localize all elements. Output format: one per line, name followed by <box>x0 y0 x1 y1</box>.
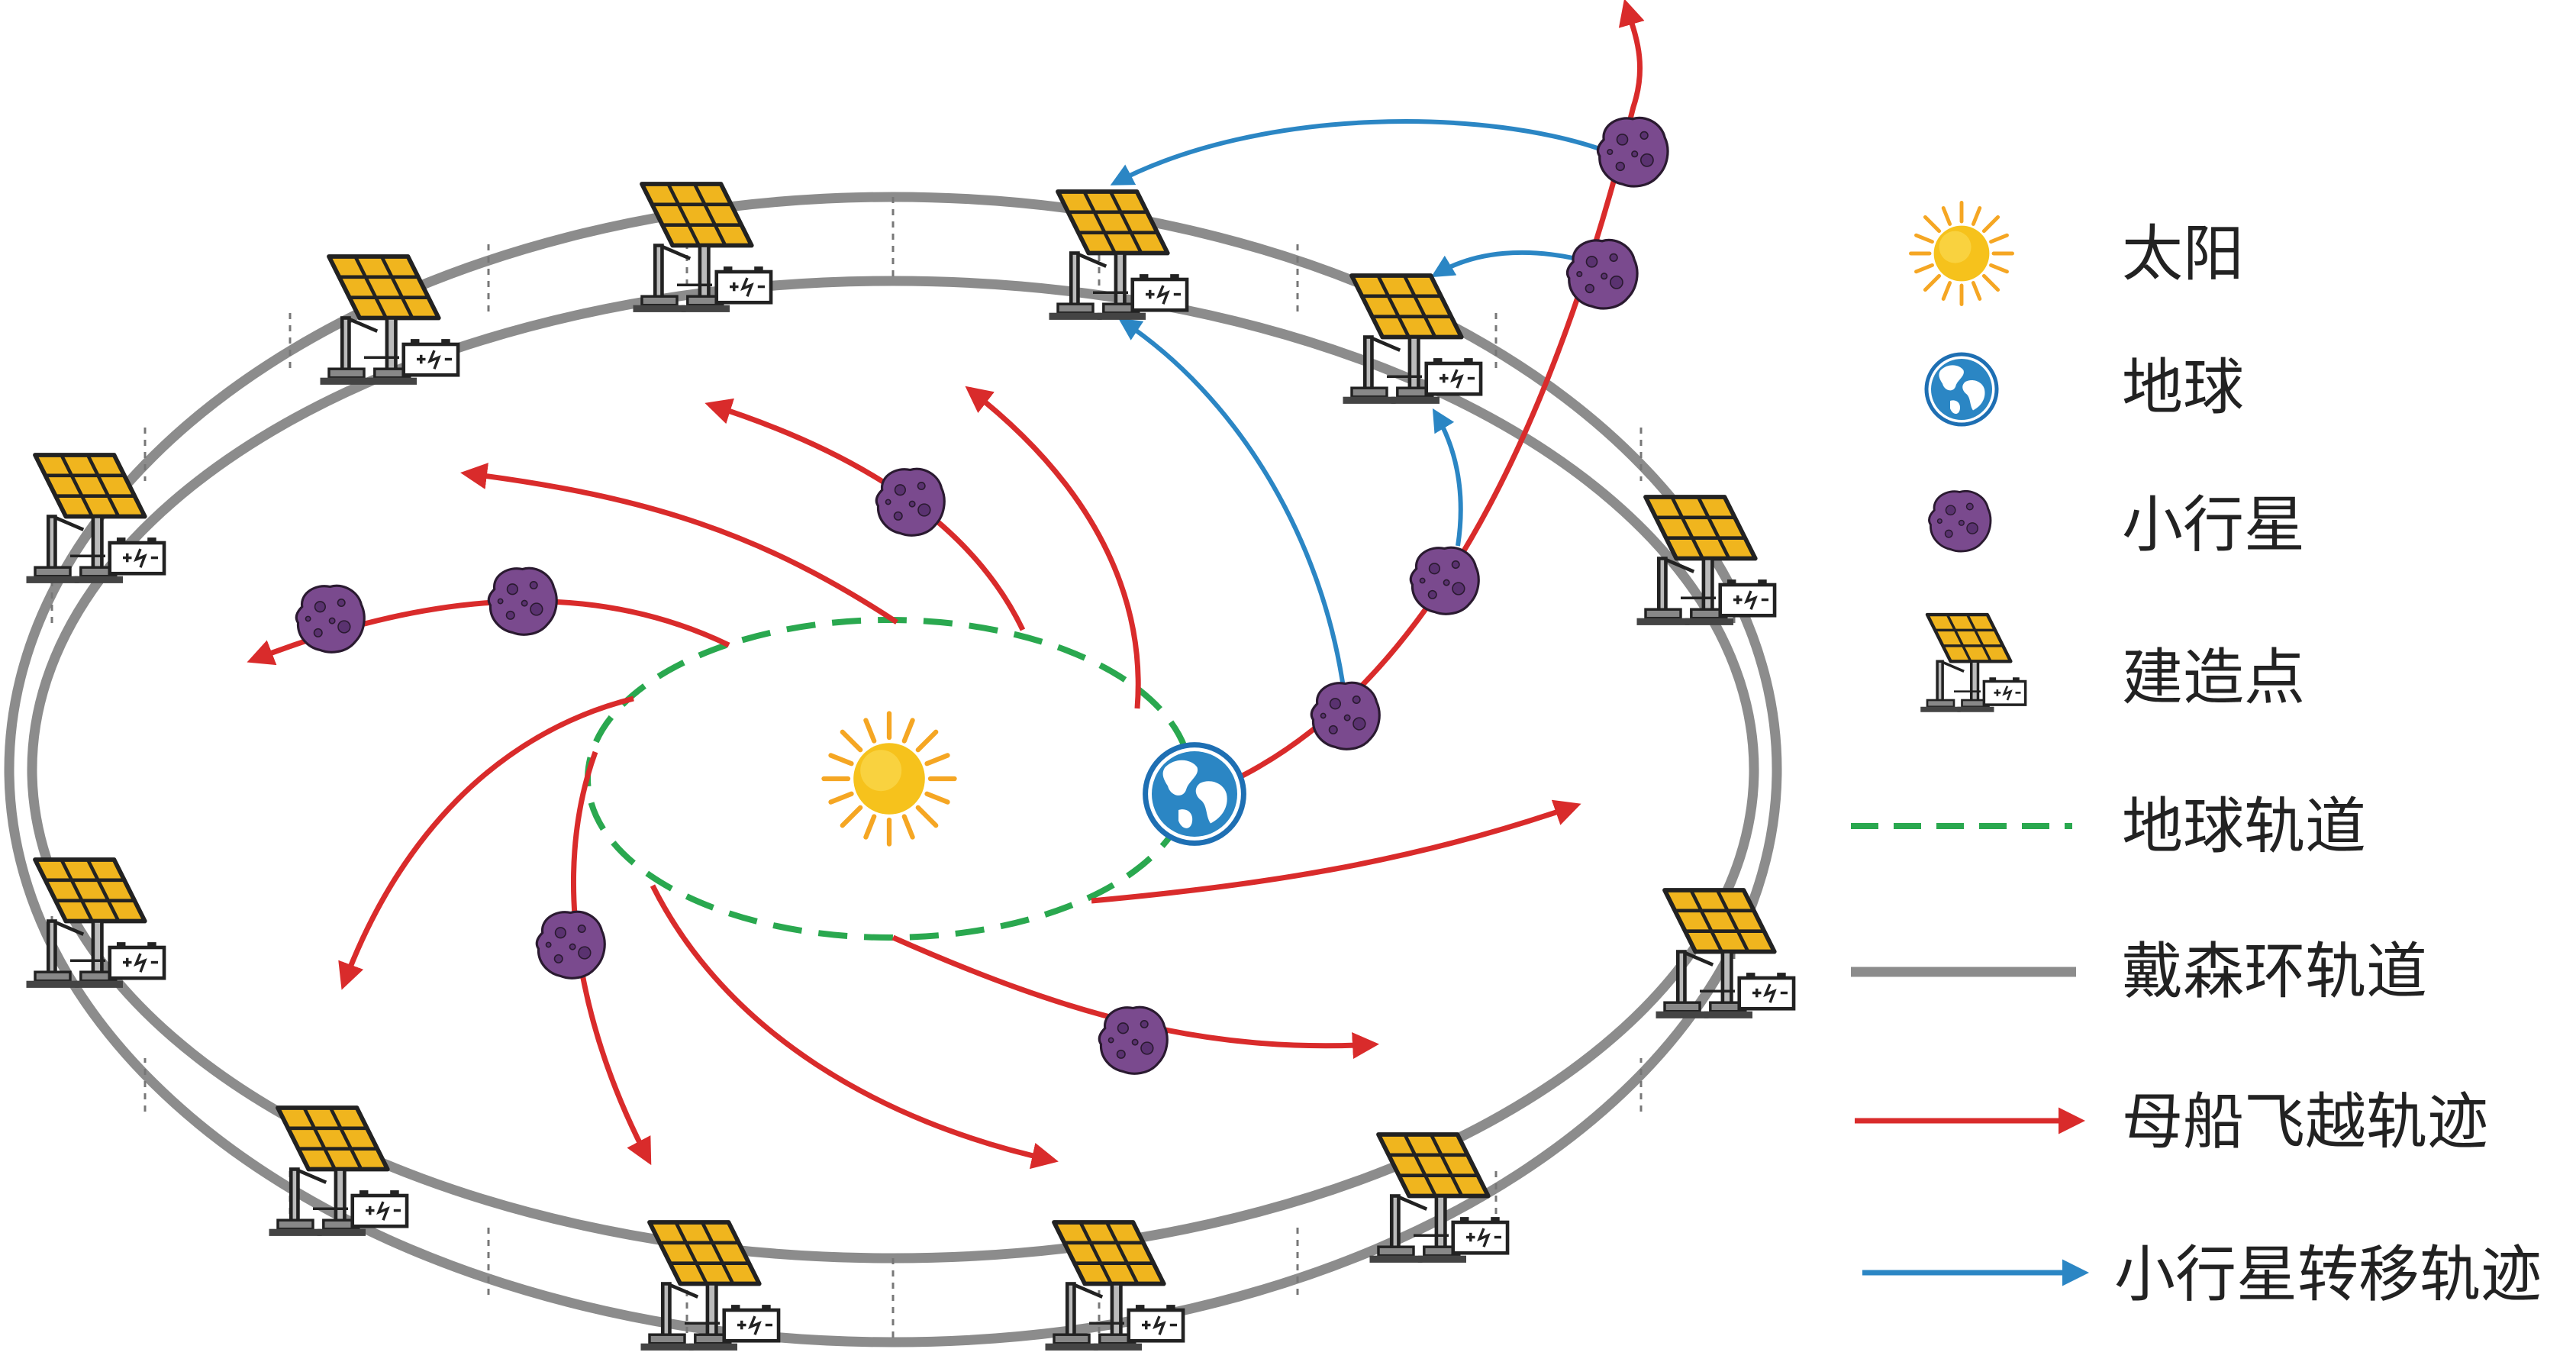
asteroid-icon <box>535 910 606 980</box>
solar-panel-icon <box>1046 1222 1184 1351</box>
legend-label-asteroid-transfer: 小行星转移轨迹 <box>2114 1239 2542 1310</box>
sun-icon <box>1911 203 2013 305</box>
asteroid-icon <box>487 566 558 636</box>
asteroid-transfer-paths <box>1110 119 1612 688</box>
solar-panel-icon <box>27 860 165 988</box>
asteroid-icon <box>1596 116 1669 188</box>
sun-icon <box>824 714 955 844</box>
solar-panel-icon <box>269 1108 408 1236</box>
legend-label-asteroid: 小行星 <box>2122 489 2305 560</box>
legend-label-mothership-path: 母船飞越轨迹 <box>2122 1086 2488 1157</box>
solar-panel-icon <box>1656 890 1794 1018</box>
solar-panel-icon <box>27 455 165 583</box>
asteroid-icon <box>1310 681 1381 750</box>
legend-label-earth: 地球 <box>2122 352 2244 423</box>
solar-panel-icon <box>1637 497 1775 625</box>
solar-panel-icon <box>641 1222 779 1351</box>
asteroid-icon <box>1409 546 1480 615</box>
asteroid-icon <box>295 584 366 654</box>
asteroid-icon <box>875 467 946 537</box>
legend-label-build-site: 建造点 <box>2122 642 2305 713</box>
solar-panel-icon <box>1920 615 2025 712</box>
globe-icon <box>1926 354 1997 424</box>
asteroid-icon <box>1098 1005 1169 1075</box>
legend-label-sun: 太阳 <box>2122 218 2244 289</box>
asteroid-icon <box>1928 489 1992 553</box>
legend: 太阳 地球 小行星 建造点 地球轨道 戴森环轨道 母船飞越轨迹 小行星转移轨迹 <box>1851 203 2542 1310</box>
asteroid-icon <box>1565 238 1639 310</box>
legend-label-earth-orbit: 地球轨道 <box>2122 791 2366 862</box>
legend-label-dyson-orbit: 戴森环轨道 <box>2122 936 2427 1007</box>
globe-icon <box>1146 745 1244 844</box>
solar-panel-icon <box>1343 276 1481 404</box>
solar-panel-icon <box>1049 192 1188 320</box>
